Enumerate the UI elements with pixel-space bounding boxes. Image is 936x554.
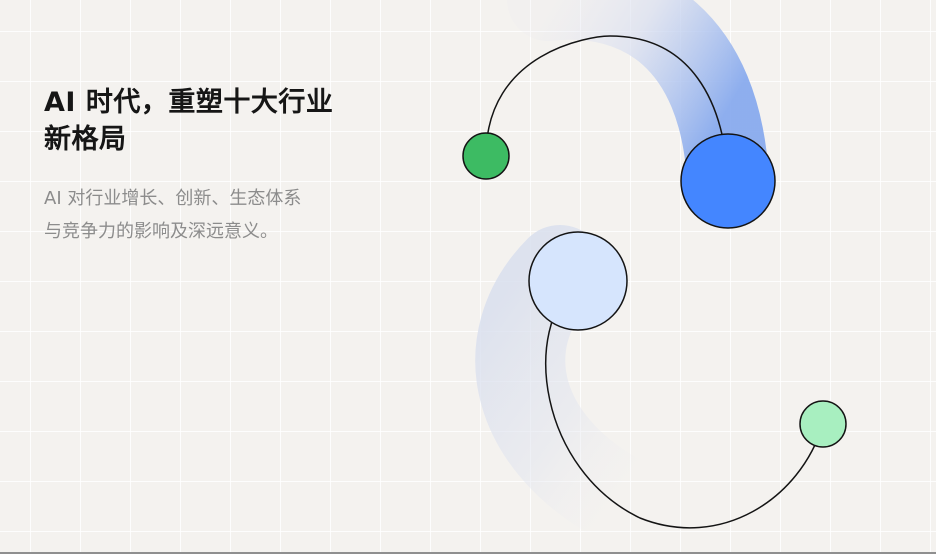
subtitle-line-1: AI 对行业增长、创新、生态体系 [44, 188, 302, 209]
headline-line-2: 新格局 [44, 124, 127, 155]
node-green [462, 132, 510, 180]
node-blue [680, 133, 776, 229]
bottom-divider [0, 552, 936, 554]
arc-bottom [545, 280, 824, 529]
text-block: AI 时代，重塑十大行业 新格局 AI 对行业增长、创新、生态体系 与竞争力的影… [44, 84, 384, 248]
headline: AI 时代，重塑十大行业 新格局 [44, 84, 384, 158]
arc-top [485, 35, 729, 181]
node-light-green [799, 400, 847, 448]
node-light-blue [528, 231, 628, 331]
subtitle-line-2: 与竞争力的影响及深远意义。 [44, 221, 278, 242]
subtitle: AI 对行业增长、创新、生态体系 与竞争力的影响及深远意义。 [44, 182, 384, 248]
headline-line-1: AI 时代，重塑十大行业 [44, 87, 334, 118]
